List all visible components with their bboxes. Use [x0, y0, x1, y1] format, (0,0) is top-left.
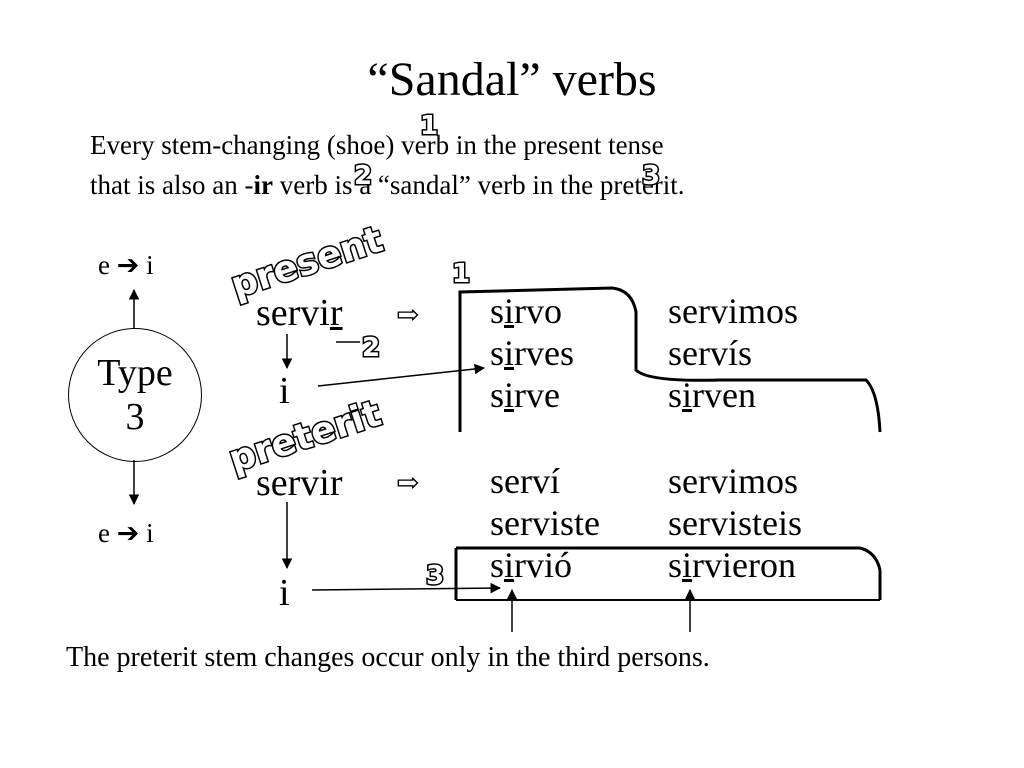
preterit-tu: serviste: [490, 503, 600, 543]
intro-line-2-before: that is also an -: [90, 170, 254, 200]
page-title: “Sandal” verbs: [367, 53, 657, 106]
present-col-1: sirvo sirves sirve: [490, 290, 574, 416]
preterit-ellos: sirvieron: [668, 545, 796, 585]
present-vosotros: servís: [668, 333, 752, 373]
preterit-col-1: serví serviste sirvió: [490, 460, 600, 586]
preterit-pointer-arrow: [311, 582, 502, 594]
type-number: 3: [125, 396, 145, 438]
preterit-changed-vowel: i: [279, 572, 290, 614]
preterit-vosotros: servisteis: [668, 503, 802, 543]
present-infinitive-stem: servi: [256, 292, 330, 334]
preterit-yo: serví: [490, 461, 560, 501]
marker-2-present: 2: [362, 333, 380, 363]
preterit-arrow-icon: ⇨: [396, 468, 420, 499]
present-tu: sirves: [490, 333, 575, 373]
stem-change-top: e ➔ i: [98, 250, 154, 280]
present-arrow-icon: ⇨: [396, 300, 420, 331]
marker-1-present: 1: [452, 259, 470, 289]
intro-line-2: that is also an -ir verb is a “sandal” v…: [90, 165, 685, 205]
marker-2-intro: 2: [354, 161, 372, 191]
shoe-outline: [458, 286, 882, 433]
intro-line-1: Every stem-changing (shoe) verb in the p…: [90, 130, 664, 160]
intro-line-2-after: verb is a “sandal” verb in the preterit.: [272, 170, 685, 200]
present-yo: sirvo: [490, 291, 563, 331]
present-changed-vowel: i: [279, 370, 290, 412]
type-circle: Type 3: [68, 328, 202, 462]
preterit-section-label: preterit: [224, 393, 386, 480]
present-section-label: present: [226, 219, 388, 306]
present-nosotros: servimos: [668, 291, 798, 331]
preterit-infinitive: servir: [256, 462, 343, 504]
present-infinitive: servir: [256, 292, 343, 334]
preterit-col-2: servimos servisteis sirvieron: [668, 460, 802, 586]
intro-paragraph: Every stem-changing (shoe) verb in the p…: [90, 125, 685, 205]
preterit-el: sirvió: [490, 545, 573, 585]
present-el: sirve: [490, 375, 560, 415]
marker-3-intro: 3: [642, 161, 660, 191]
present-infinitive-ending: r: [329, 292, 343, 334]
present-col-2: servimos servís sirven: [668, 290, 798, 416]
preterit-nosotros: servimos: [668, 461, 798, 501]
stem-change-bottom: e ➔ i: [98, 518, 154, 548]
type-label: Type: [97, 352, 173, 394]
sandal-top-outline: [454, 546, 882, 600]
intro-ir-ending: ir: [253, 170, 273, 200]
present-pointer-arrow: [317, 363, 486, 387]
marker-3-preterit: 3: [426, 561, 444, 591]
footer-note: The preterit stem changes occur only in …: [66, 642, 710, 673]
marker-1-intro: 1: [420, 111, 438, 141]
